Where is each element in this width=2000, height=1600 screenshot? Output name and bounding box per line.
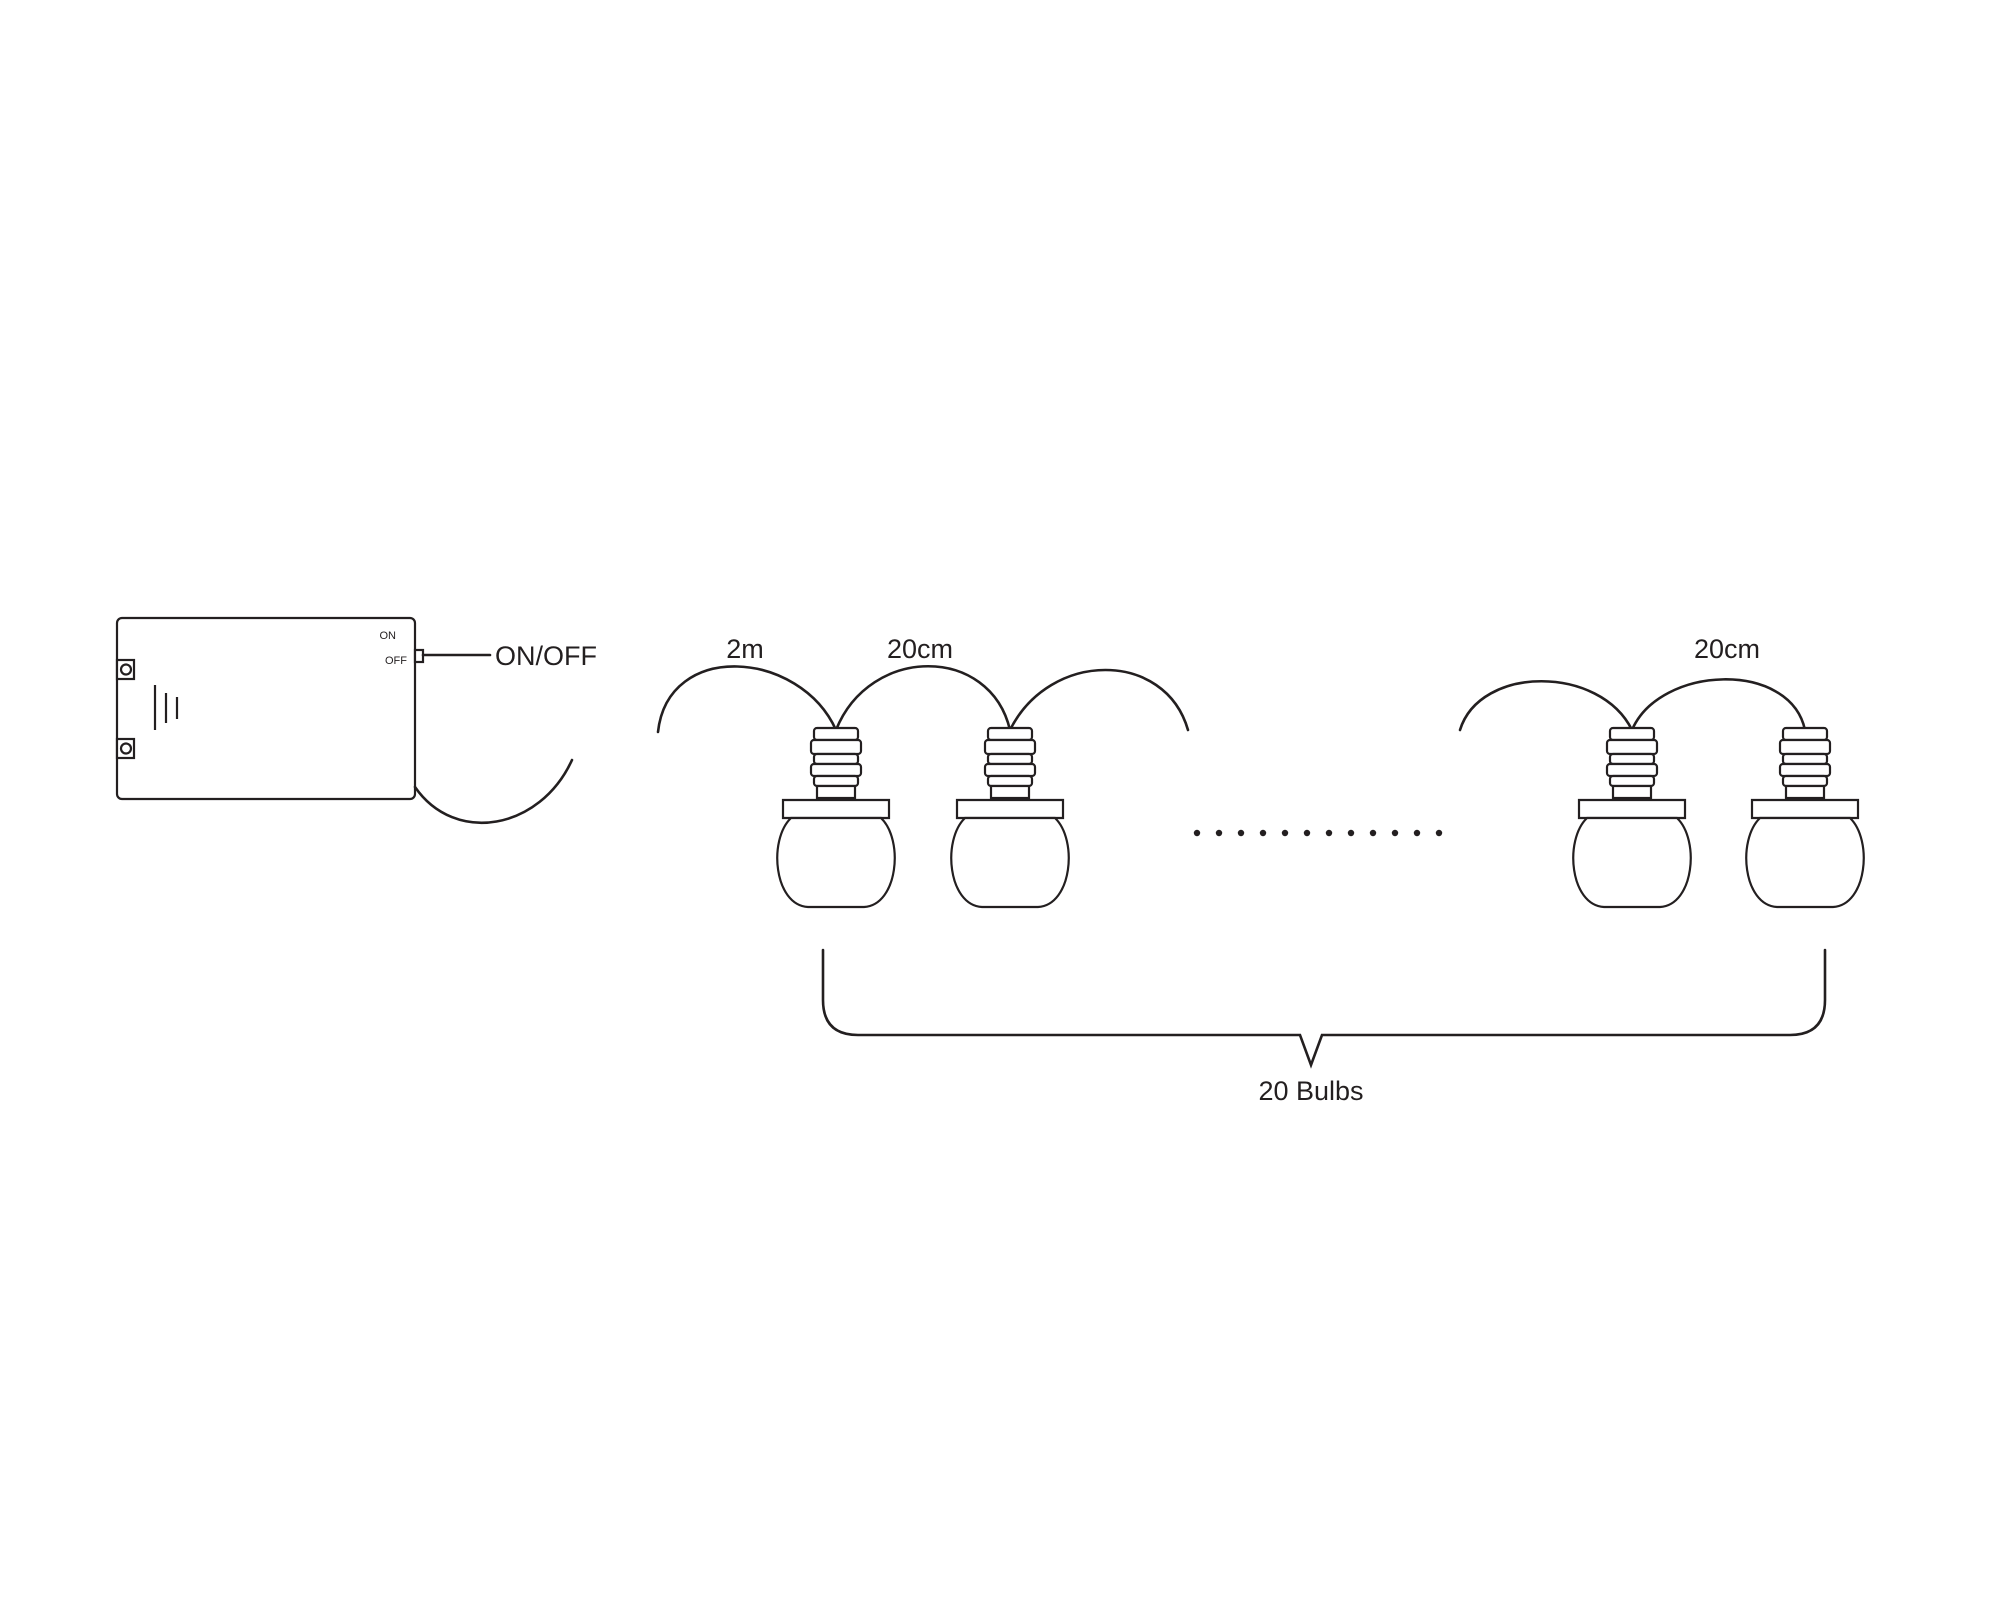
bulb-count-brace — [821, 948, 1827, 1069]
battery-box-body — [115, 616, 417, 801]
bulb-spacing-label-right: 20cm — [1694, 634, 1760, 664]
wire-arc-continue — [1008, 668, 1190, 732]
bulb-count-label: 20 Bulbs — [1258, 1076, 1363, 1106]
switch-on-label: ON — [380, 630, 397, 642]
screw-top-icon — [115, 658, 136, 681]
bulb-link-arc-right — [1630, 678, 1807, 732]
ellipsis-dots — [1193, 829, 1443, 837]
lead-cable-length-label: 2m — [726, 634, 764, 664]
wire-arcs-left — [656, 664, 1190, 734]
lead-cable-arc — [656, 665, 838, 734]
on-off-callout: ON/OFF — [495, 641, 597, 671]
wire-arcs-right — [1458, 678, 1807, 732]
bulb-icon — [776, 726, 896, 909]
wire-arc-incoming — [1458, 680, 1634, 732]
battery-box: ON OFF ON/OFF — [115, 616, 597, 825]
bulb-spacing-label-left: 20cm — [887, 634, 953, 664]
switch-off-label: OFF — [385, 655, 407, 667]
battery-cable — [413, 758, 574, 825]
bulb-icon — [950, 726, 1070, 909]
bulb-link-arc — [834, 664, 1012, 732]
bulb-icon — [1745, 726, 1865, 909]
bulb-icon — [1572, 726, 1692, 909]
power-switch[interactable] — [413, 648, 425, 664]
screw-bottom-icon — [115, 737, 136, 760]
battery-vent-icon — [153, 685, 179, 730]
